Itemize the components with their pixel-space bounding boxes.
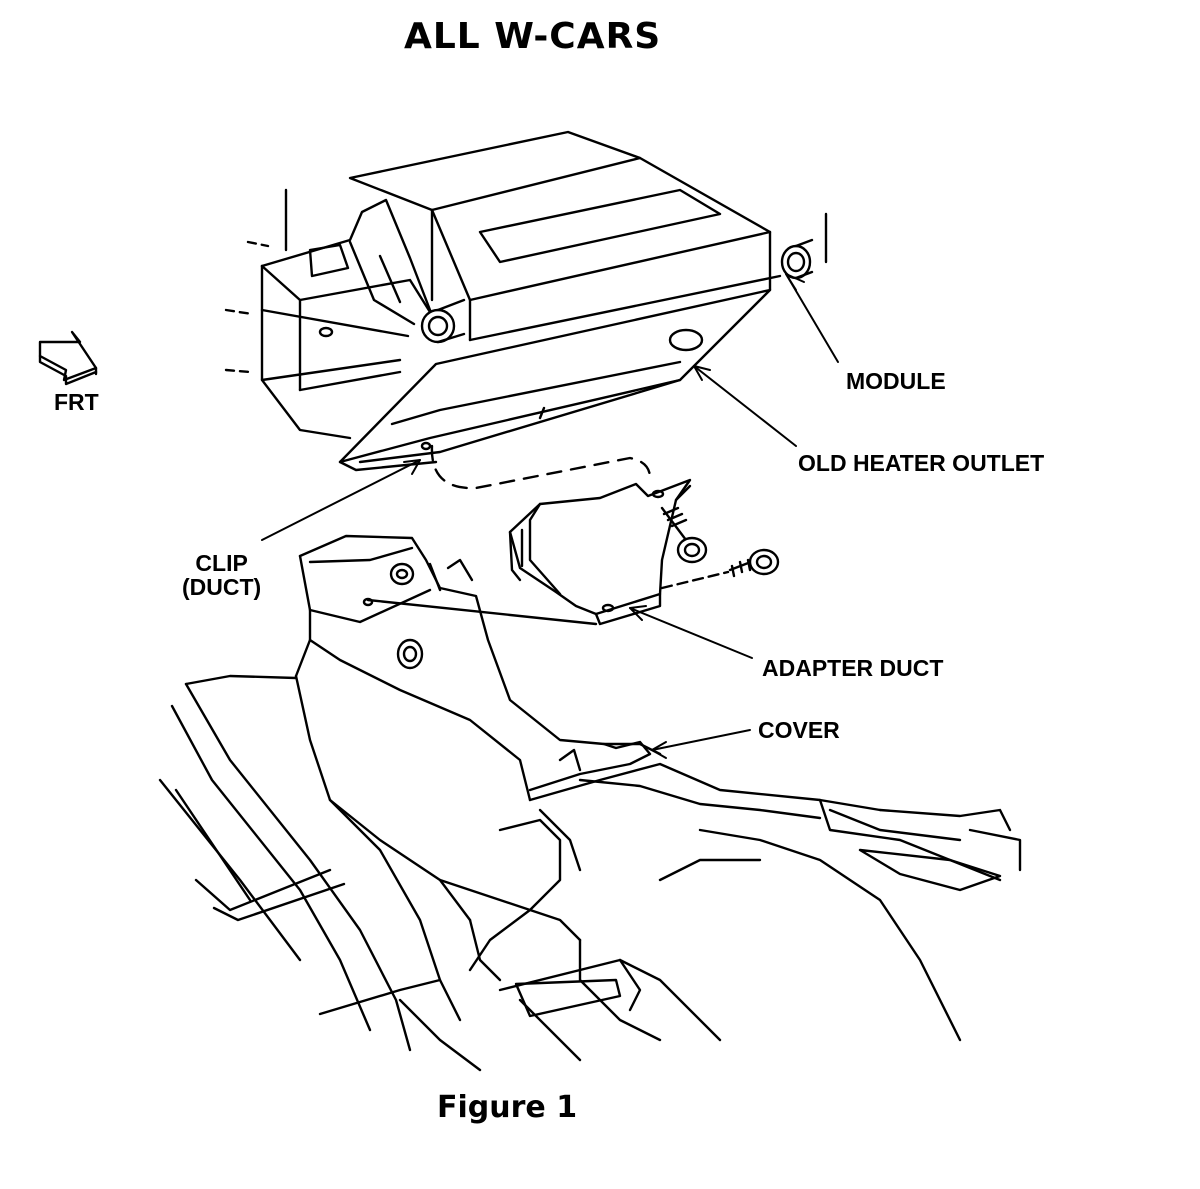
floor-pan (158, 674, 1022, 1072)
heater-module (224, 130, 828, 472)
leader-lines (261, 273, 839, 759)
callout-old-heater-outlet: OLD HEATER OUTLET (798, 450, 1045, 476)
adapter-duct (508, 478, 692, 626)
callout-clip-line2: (DUCT) (182, 574, 262, 601)
front-direction-label: FRT (54, 389, 99, 415)
screw-icon (660, 506, 708, 564)
alignment-line (430, 444, 652, 490)
alignment-line-lower (366, 598, 598, 626)
figure-caption: Figure 1 (437, 1090, 578, 1125)
leader-clip (261, 459, 421, 541)
front-direction-arrow-icon (38, 330, 98, 386)
callout-cover: COVER (758, 717, 840, 743)
page-title: ALL W-CARS (404, 16, 662, 57)
leader-adapter-duct (629, 607, 753, 659)
callout-module: MODULE (846, 368, 946, 394)
leader-cover (651, 729, 751, 751)
screw-alignment-line (660, 570, 730, 590)
callout-clip-line1: CLIP (195, 550, 248, 576)
screw-icon (728, 548, 780, 578)
leader-old-heater-outlet (693, 365, 797, 447)
callout-clip: CLIP (DUCT) (182, 551, 261, 599)
callout-adapter-duct: ADAPTER DUCT (762, 655, 944, 681)
floor-duct-cover (294, 534, 662, 922)
